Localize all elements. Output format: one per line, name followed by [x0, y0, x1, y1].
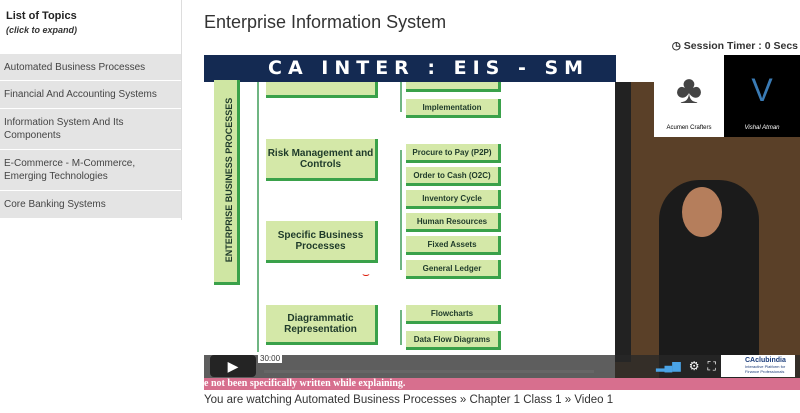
topic-financial-accounting[interactable]: Financial And Accounting Systems [0, 81, 181, 109]
sidebar-header: List of Topics (click to expand) [0, 0, 181, 54]
diagram-box: General Ledger [406, 260, 501, 279]
diagram-box: Order to Cash (O2C) [406, 167, 501, 186]
settings-gear-icon[interactable]: ⚙ [688, 359, 700, 373]
diagram-box: Data Flow Diagrams [406, 331, 501, 350]
page-title: Enterprise Information System [204, 12, 447, 32]
diagram-box: Procure to Pay (P2P) [406, 144, 501, 163]
diagram-box: Human Resources [406, 213, 501, 232]
diagram-box [266, 82, 378, 98]
diagram-box: Flowcharts [406, 305, 501, 324]
diagram-box: Diagrammatic Representation [266, 305, 378, 345]
brand-tagline: Interactive Platform for Finance Profess… [745, 364, 786, 374]
annotation-toolbar [615, 82, 631, 362]
acumen-crafters-logo: ♣Acumen Crafters [654, 55, 724, 137]
diagram-box: Specific Business Processes [266, 221, 378, 263]
diagram-box [406, 82, 501, 92]
logo2-text: Vishal Atman [744, 125, 780, 131]
topic-information-system[interactable]: Information System And Its Components [0, 109, 181, 150]
logo1-text: Acumen Crafters [666, 125, 712, 131]
play-button[interactable]: ▶ [210, 355, 256, 377]
sidebar-title: List of Topics [6, 10, 77, 22]
diagram-line [400, 150, 402, 270]
diagram-vertical-label: ENTERPRISE BUSINESS PROCESSES [214, 80, 240, 285]
topics-sidebar: List of Topics (click to expand) Automat… [0, 0, 182, 220]
pen-annotation: ⌣ [362, 267, 370, 281]
sidebar-subtitle: (click to expand) [6, 25, 78, 35]
diagram-line [400, 310, 402, 345]
brand-text: CAclubindia [745, 357, 786, 364]
topic-core-banking[interactable]: Core Banking Systems [0, 191, 181, 219]
topic-automated-business-processes[interactable]: Automated Business Processes [0, 54, 181, 81]
diagram-box: Risk Management and Controls [266, 139, 378, 181]
clock-icon: ◷ [671, 40, 684, 52]
session-timer-text: Session Timer : 0 Secs [683, 40, 798, 52]
vertical-label-text: ENTERPRISE BUSINESS PROCESSES [224, 97, 234, 263]
watching-breadcrumb: You are watching Automated Business Proc… [204, 394, 614, 406]
presenter-face [682, 187, 722, 237]
diagram-box: Fixed Assets [406, 236, 501, 255]
video-player[interactable]: CA INTER : EIS - SM ENTERPRISE BUSINESS … [204, 55, 800, 390]
video-banner: CA INTER : EIS - SM [204, 55, 616, 82]
diagram-line [257, 82, 259, 352]
session-timer: ◷ Session Timer : 0 Secs [672, 40, 798, 52]
topic-e-commerce[interactable]: E-Commerce - M-Commerce, Emerging Techno… [0, 150, 181, 191]
subtitle-strip: e not been specifically written while ex… [204, 378, 800, 390]
play-icon: ▶ [227, 357, 239, 374]
volume-icon[interactable]: ▂▄▆ [656, 360, 681, 372]
time-tooltip: 30:00 [258, 354, 283, 363]
progress-bar[interactable] [264, 370, 594, 373]
diagram-box: Implementation [406, 99, 501, 118]
fullscreen-icon[interactable]: ⛶ [707, 359, 716, 373]
diagram-box: Inventory Cycle [406, 190, 501, 209]
diagram-line [400, 82, 402, 112]
